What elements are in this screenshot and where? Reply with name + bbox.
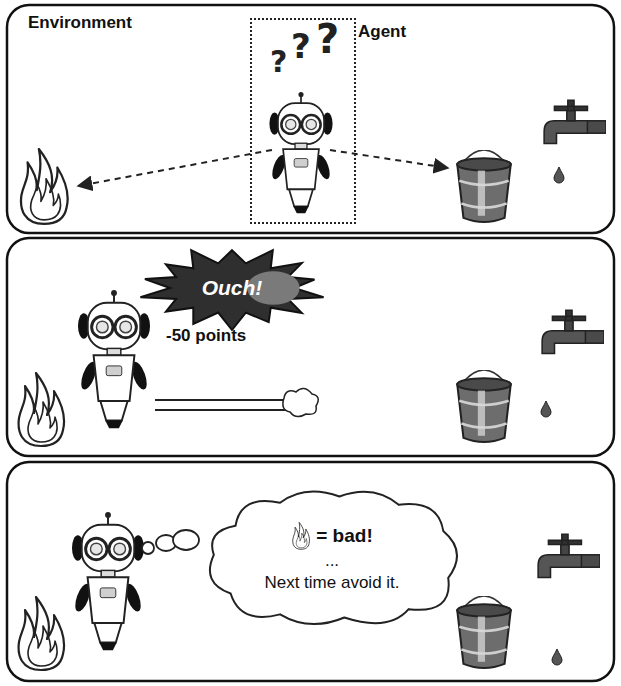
agent-label: Agent bbox=[358, 22, 406, 42]
starburst-text-holder: Ouch! bbox=[138, 246, 326, 330]
thought-text: ... bbox=[325, 550, 339, 572]
thought-bubble: = bad!...Next time avoid it. bbox=[196, 484, 468, 630]
fire-mini-icon bbox=[291, 522, 311, 550]
panel-frame bbox=[7, 5, 614, 233]
reward-label: -50 points bbox=[166, 326, 246, 346]
water-drop bbox=[541, 401, 551, 417]
thought-line: Next time avoid it. bbox=[264, 572, 399, 594]
robot-agent bbox=[78, 290, 150, 428]
bucket-icon bbox=[457, 150, 510, 222]
robot-agent bbox=[72, 512, 144, 650]
dashed-arrow bbox=[330, 150, 448, 168]
motion-line bbox=[155, 409, 285, 411]
dashed-arrow bbox=[78, 150, 272, 186]
starburst-outline bbox=[140, 250, 323, 330]
tap-icon bbox=[542, 310, 604, 353]
environment-label: Environment bbox=[28, 13, 132, 33]
thought-line: = bad! bbox=[291, 522, 372, 550]
thought-dot bbox=[173, 530, 199, 550]
thought-text: Next time avoid it. bbox=[264, 572, 399, 594]
robot-agent bbox=[269, 92, 332, 213]
starburst-callout: Ouch! bbox=[138, 246, 326, 330]
water-drop bbox=[554, 167, 564, 183]
bucket-icon bbox=[457, 596, 510, 668]
fire-icon bbox=[19, 597, 64, 670]
thought-line: ... bbox=[325, 550, 339, 572]
cloud-outline bbox=[210, 492, 457, 625]
bucket-icon bbox=[457, 370, 510, 442]
fire-icon bbox=[19, 373, 64, 446]
tap-icon bbox=[538, 534, 600, 577]
motion-line bbox=[155, 399, 285, 401]
dust-puff bbox=[283, 388, 318, 416]
water-drop bbox=[552, 649, 562, 665]
panel-frame bbox=[7, 238, 614, 456]
question-mark: ? bbox=[316, 16, 339, 62]
exclamation-text: Ouch! bbox=[202, 276, 263, 300]
fire-icon bbox=[21, 149, 68, 224]
question-mark: ? bbox=[270, 44, 287, 79]
panel-frame bbox=[7, 462, 614, 681]
question-mark: ? bbox=[291, 26, 311, 66]
fire-mini-shape bbox=[293, 522, 310, 549]
thought-text: = bad! bbox=[316, 524, 372, 549]
thought-dot bbox=[142, 542, 154, 554]
tap-icon bbox=[544, 100, 606, 143]
thought-text-holder: = bad!...Next time avoid it. bbox=[216, 502, 448, 614]
